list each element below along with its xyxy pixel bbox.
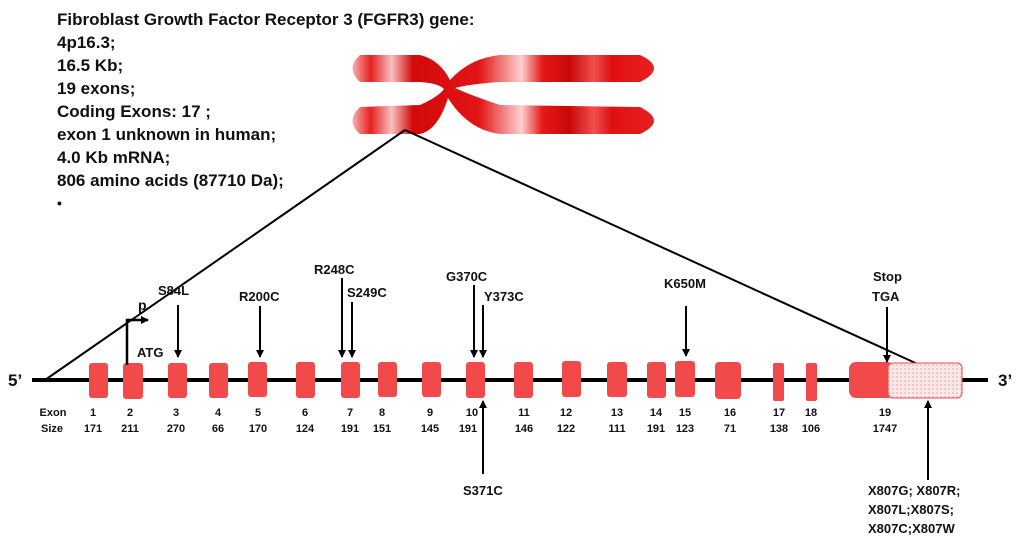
exon-15 bbox=[675, 361, 695, 397]
mutation-label: X807G; X807R; bbox=[868, 483, 961, 498]
promoter-arrow-icon bbox=[125, 316, 149, 365]
exon-number: 8 bbox=[379, 407, 385, 419]
exon-14 bbox=[647, 362, 666, 398]
exon-number: 9 bbox=[427, 407, 433, 419]
exon-size: 122 bbox=[557, 423, 575, 435]
exon-17 bbox=[773, 363, 784, 401]
exon-size: 124 bbox=[296, 423, 315, 435]
exon-size: 106 bbox=[802, 423, 820, 435]
mutation-label: X807C;X807W bbox=[868, 521, 955, 536]
tga-label: TGA bbox=[872, 289, 900, 304]
zoom-line-right bbox=[404, 129, 923, 367]
atg-label: ATG bbox=[137, 345, 163, 360]
mutation-label: K650M bbox=[664, 276, 706, 291]
exon-12 bbox=[562, 361, 581, 397]
exon-number: 11 bbox=[518, 407, 530, 419]
exon-9 bbox=[422, 362, 441, 397]
exon-19-utr bbox=[887, 362, 963, 399]
exon-3 bbox=[168, 363, 187, 398]
mutation-labels: S84L R200C R248C S249C G370C Y373C K650M… bbox=[158, 262, 961, 536]
exon-size: 1747 bbox=[873, 423, 897, 435]
chromosome-icon bbox=[352, 55, 654, 134]
exon-19-coding bbox=[849, 362, 894, 398]
exon-6 bbox=[296, 362, 315, 398]
mutation-label: S249C bbox=[347, 285, 387, 300]
exon-8 bbox=[378, 362, 397, 397]
exon-row-label: Exon bbox=[40, 407, 67, 419]
exon-size: 138 bbox=[770, 423, 788, 435]
mutation-label: R248C bbox=[314, 262, 355, 277]
info-line: 806 amino acids (87710 Da); bbox=[57, 171, 284, 190]
mutation-label: Y373C bbox=[484, 289, 524, 304]
mutation-label: G370C bbox=[446, 269, 488, 284]
zoom-line-left bbox=[44, 129, 406, 381]
exon-number: 12 bbox=[560, 407, 572, 419]
exon-size: 71 bbox=[724, 423, 736, 435]
exon-size: 191 bbox=[459, 423, 477, 435]
exon-1 bbox=[89, 363, 108, 398]
exon-size: 123 bbox=[676, 423, 694, 435]
exon-number: 17 bbox=[773, 407, 785, 419]
exon-size: 145 bbox=[421, 423, 439, 435]
exon-10 bbox=[466, 362, 485, 398]
exon-size: 151 bbox=[373, 423, 391, 435]
exon-number: 13 bbox=[611, 407, 623, 419]
exon-size: 111 bbox=[608, 423, 625, 435]
info-line: 16.5 Kb; bbox=[57, 56, 124, 75]
mutation-label: S84L bbox=[158, 283, 189, 298]
info-line: 4.0 Kb mRNA; bbox=[57, 148, 171, 167]
mutation-label: X807L;X807S; bbox=[868, 502, 954, 517]
exon-size: 170 bbox=[249, 423, 267, 435]
info-line: Coding Exons: 17 ; bbox=[57, 102, 211, 121]
exon-number: 2 bbox=[127, 407, 133, 419]
exon-number: 16 bbox=[724, 407, 736, 419]
mutation-arrows bbox=[174, 278, 932, 480]
exon-4 bbox=[209, 363, 228, 398]
info-bullet: • bbox=[57, 195, 62, 211]
exon-number: 5 bbox=[255, 407, 261, 419]
info-line: 19 exons; bbox=[57, 79, 136, 98]
exon-2 bbox=[123, 363, 143, 399]
exon-number: 6 bbox=[302, 407, 308, 419]
exon-size: 171 bbox=[84, 423, 102, 435]
exon-11 bbox=[514, 362, 533, 398]
exon-16 bbox=[715, 362, 741, 399]
exon-number: 19 bbox=[879, 407, 891, 419]
exon-number: 4 bbox=[215, 407, 222, 419]
exon-number: 7 bbox=[347, 407, 353, 419]
exon-13 bbox=[607, 362, 627, 397]
exon-7 bbox=[341, 362, 360, 398]
exon-5 bbox=[248, 362, 267, 397]
exon-size: 191 bbox=[647, 423, 665, 435]
exon-number: 1 bbox=[90, 407, 96, 419]
exon-size: 211 bbox=[121, 423, 139, 435]
exon-18 bbox=[806, 363, 817, 401]
exon-size: 146 bbox=[515, 423, 533, 435]
size-row-label: Size bbox=[41, 423, 63, 435]
info-line: exon 1 unknown in human; bbox=[57, 125, 277, 144]
exon-number: 15 bbox=[679, 407, 691, 419]
exon-number: 10 bbox=[466, 407, 478, 419]
exon-size: 191 bbox=[341, 423, 359, 435]
five-prime-label: 5’ bbox=[8, 371, 22, 390]
gene-info-block: Fibroblast Growth Factor Receptor 3 (FGF… bbox=[57, 8, 474, 215]
exon-number: 3 bbox=[173, 407, 179, 419]
exon-size: 270 bbox=[167, 423, 185, 435]
info-line: 4p16.3; bbox=[57, 33, 116, 52]
mutation-label: S371C bbox=[463, 483, 503, 498]
exon-size: 66 bbox=[212, 423, 224, 435]
stop-label: Stop bbox=[873, 269, 902, 284]
info-line: Fibroblast Growth Factor Receptor 3 (FGF… bbox=[57, 10, 475, 29]
promoter-label: p bbox=[138, 297, 147, 313]
exon-number: 18 bbox=[805, 407, 817, 419]
exon-number: 14 bbox=[650, 407, 663, 419]
exons bbox=[89, 361, 963, 401]
three-prime-label: 3’ bbox=[998, 371, 1012, 390]
mutation-label: R200C bbox=[239, 289, 280, 304]
